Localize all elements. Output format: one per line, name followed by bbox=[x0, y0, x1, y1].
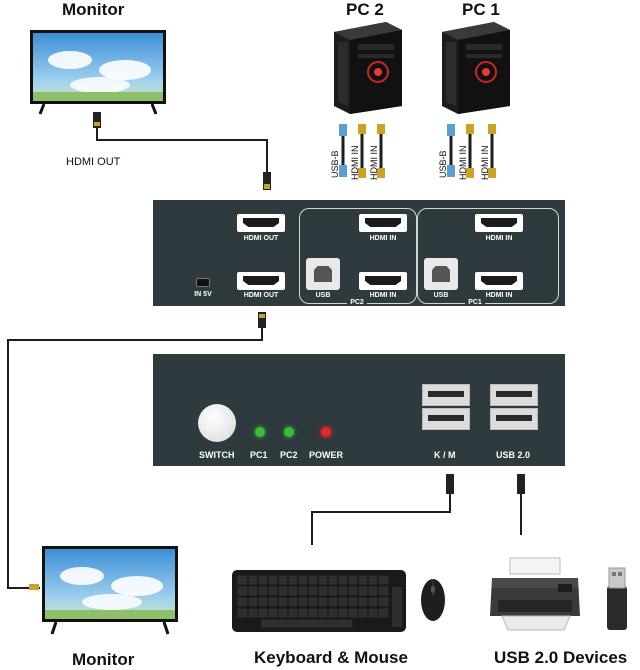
pc1-group-label: PC1 bbox=[465, 299, 485, 306]
power-in-port bbox=[196, 278, 210, 287]
plug-top-monitor-a bbox=[93, 112, 101, 128]
keyboard-icon bbox=[232, 570, 406, 632]
plug-usb-device bbox=[517, 474, 525, 494]
pc1-usb-b-label: USB-B bbox=[438, 150, 448, 178]
pc2-usb-b-port bbox=[306, 258, 340, 290]
pc2-title: PC 2 bbox=[346, 0, 384, 19]
cable-keyboard bbox=[311, 492, 451, 545]
hdmi-out-port-1 bbox=[237, 214, 285, 232]
pc2-hdmi-in-port-1-label: HDMI IN bbox=[369, 235, 397, 242]
pc1-led-label: PC1 bbox=[250, 450, 268, 460]
plug-keyboard bbox=[446, 474, 454, 494]
pc1-hdmi-plug-2a bbox=[488, 124, 496, 134]
cable-top-monitor bbox=[96, 126, 268, 178]
km-usb-port-2 bbox=[422, 408, 470, 430]
monitor-top-icon bbox=[30, 30, 166, 115]
usb-devices-title: USB 2.0 Devices bbox=[494, 648, 628, 667]
pc1-usb-plug-bottom bbox=[447, 165, 455, 177]
pc1-group-outline bbox=[417, 208, 559, 304]
pc2-hdmi-in-port-1 bbox=[359, 214, 407, 232]
pc2-usb-plug-top bbox=[339, 124, 347, 136]
hdmi-out-port-2-label: HDMI OUT bbox=[243, 292, 279, 299]
pc1-hdmi-in-label-2: HDMI IN bbox=[480, 145, 490, 181]
printer-icon bbox=[490, 557, 580, 631]
km-usb-port-1 bbox=[422, 384, 470, 406]
power-led bbox=[321, 427, 331, 437]
pc1-usb-port-label: USB bbox=[433, 292, 449, 299]
pc1-hdmi-in-port-2-label: HDMI IN bbox=[485, 292, 513, 299]
kvm-rear-panel: HDMI OUT IN 5V HDMI OUT HDMI IN USB HDMI… bbox=[153, 200, 565, 306]
pc1-hdmi-in-port-1-label: HDMI IN bbox=[485, 235, 513, 242]
pc1-led bbox=[255, 427, 265, 437]
plug-gold-1 bbox=[94, 122, 100, 126]
kvm-front-panel: SWITCH PC1 PC2 POWER K / M USB 2.0 bbox=[153, 354, 565, 466]
pc2-usb-b-label: USB-B bbox=[330, 150, 340, 178]
usb2-port-1 bbox=[490, 384, 538, 406]
pc1-hdmi-plug-1b bbox=[466, 168, 474, 178]
pc1-hdmi-in-port-2 bbox=[475, 272, 523, 290]
hdmi-out-port-2 bbox=[237, 272, 285, 290]
pc2-hdmi-in-port-2 bbox=[359, 272, 407, 290]
power-led-label: POWER bbox=[309, 450, 344, 460]
plug-gold-4 bbox=[29, 584, 39, 590]
power-in-label: IN 5V bbox=[194, 291, 212, 298]
pc2-tower-icon bbox=[334, 22, 402, 114]
pc1-hdmi-in-port-1 bbox=[475, 214, 523, 232]
hdmi-out-port-1-label: HDMI OUT bbox=[243, 235, 279, 242]
pc2-led-label: PC2 bbox=[280, 450, 298, 460]
switch-button[interactable] bbox=[198, 404, 236, 442]
hdmi-out-caption: HDMI OUT bbox=[66, 156, 121, 168]
pc2-usb-plug-bottom bbox=[339, 165, 347, 177]
plug-gold-3 bbox=[259, 314, 265, 318]
pc1-hdmi-plug-2b bbox=[488, 168, 496, 178]
pc2-hdmi-plug-1b bbox=[358, 168, 366, 178]
monitor-bottom-title: Monitor bbox=[72, 650, 135, 669]
plug-gold-2 bbox=[264, 184, 270, 189]
pc1-usb-plug-top bbox=[447, 124, 455, 136]
usb2-label: USB 2.0 bbox=[496, 450, 531, 460]
pc1-hdmi-in-label-1: HDMI IN bbox=[458, 145, 468, 181]
keyboard-mouse-title: Keyboard & Mouse bbox=[254, 648, 408, 667]
mouse-icon bbox=[421, 579, 445, 621]
monitor-bottom-icon bbox=[42, 546, 178, 635]
plug-top-monitor-b bbox=[263, 172, 271, 190]
pc2-hdmi-plug-2a bbox=[377, 124, 385, 134]
pc2-hdmi-in-label-2: HDMI IN bbox=[369, 145, 379, 181]
pc2-group-label: PC2 bbox=[347, 299, 367, 306]
pc2-usb-port-label: USB bbox=[315, 292, 331, 299]
usb2-port-2 bbox=[490, 408, 538, 430]
pc1-usb-b-port bbox=[424, 258, 458, 290]
pc1-tower-icon bbox=[442, 22, 510, 114]
pc2-led bbox=[284, 427, 294, 437]
pc2-hdmi-plug-1a bbox=[358, 124, 366, 134]
pc2-hdmi-in-label-1: HDMI IN bbox=[350, 145, 360, 181]
pc2-hdmi-plug-2b bbox=[377, 168, 385, 178]
monitor-top-title: Monitor bbox=[62, 0, 125, 19]
pc2-hdmi-in-port-2-label: HDMI IN bbox=[369, 292, 397, 299]
plug-bottom-monitor-a bbox=[258, 312, 266, 328]
usb-flash-drive-icon bbox=[607, 567, 627, 630]
switch-label: SWITCH bbox=[199, 450, 235, 460]
km-label: K / M bbox=[434, 450, 456, 460]
cable-bottom-monitor bbox=[7, 326, 263, 589]
pc1-title: PC 1 bbox=[462, 0, 500, 19]
pc1-hdmi-plug-1a bbox=[466, 124, 474, 134]
